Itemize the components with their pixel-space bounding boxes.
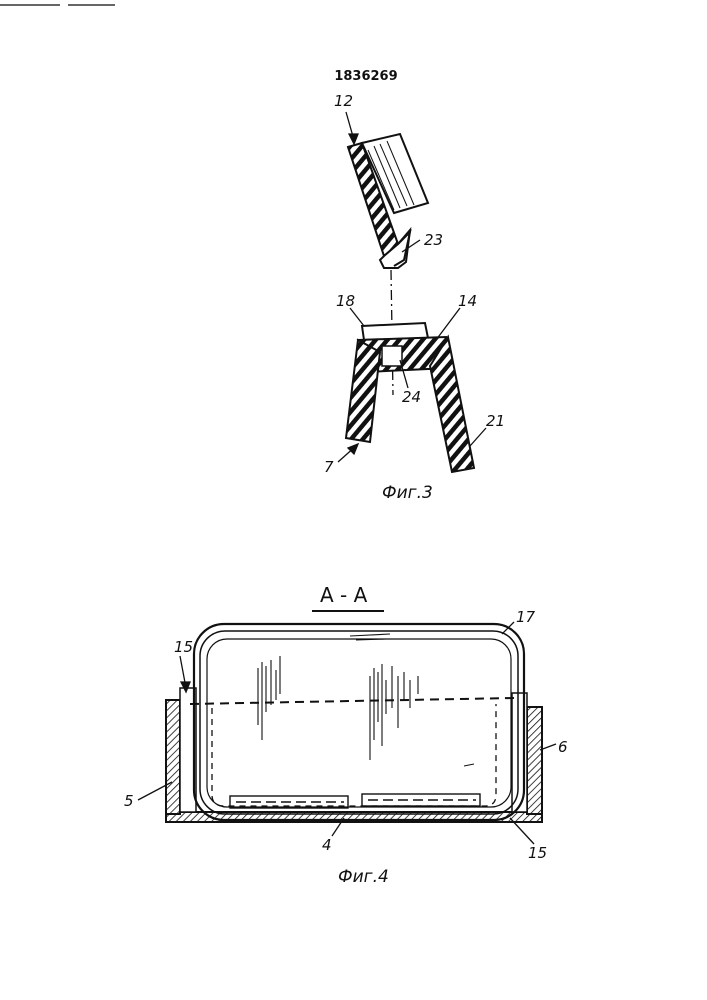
figure-3: 12 23 18 14 24 21 7 Фиг.3 <box>324 92 505 503</box>
fill-level-line <box>190 698 514 704</box>
label-21: 21 <box>486 412 505 430</box>
fig4-caption: Фиг.4 <box>338 867 389 887</box>
tray-left-wall-5 <box>166 700 180 814</box>
part-12-upper-clip <box>348 134 428 268</box>
label-24: 24 <box>402 388 421 406</box>
glass-shading-strokes <box>258 634 474 766</box>
label-5: 5 <box>124 792 134 810</box>
part-24-insert <box>382 346 402 366</box>
label-7: 7 <box>324 458 334 476</box>
tray-right-wall-6 <box>527 707 542 814</box>
label-18: 18 <box>336 292 355 310</box>
part-7-left-leg <box>346 340 380 442</box>
label-23: 23 <box>424 231 443 249</box>
section-label: А - А <box>320 583 368 607</box>
fig3-caption: Фиг.3 <box>382 483 433 503</box>
patent-number: 1836269 <box>334 69 397 84</box>
tray-housing <box>166 688 542 822</box>
label-12: 12 <box>334 92 353 110</box>
container-17 <box>194 624 524 820</box>
label-15-bottom: 15 <box>528 844 547 862</box>
label-14: 14 <box>458 292 477 310</box>
label-6: 6 <box>558 738 568 756</box>
label-17: 17 <box>516 608 536 626</box>
part-21-right-leg <box>430 337 474 472</box>
figure-4: А - А <box>124 583 568 887</box>
label-15-top: 15 <box>174 638 193 656</box>
inner-dashed-outline <box>212 704 496 806</box>
label-4: 4 <box>322 836 332 854</box>
